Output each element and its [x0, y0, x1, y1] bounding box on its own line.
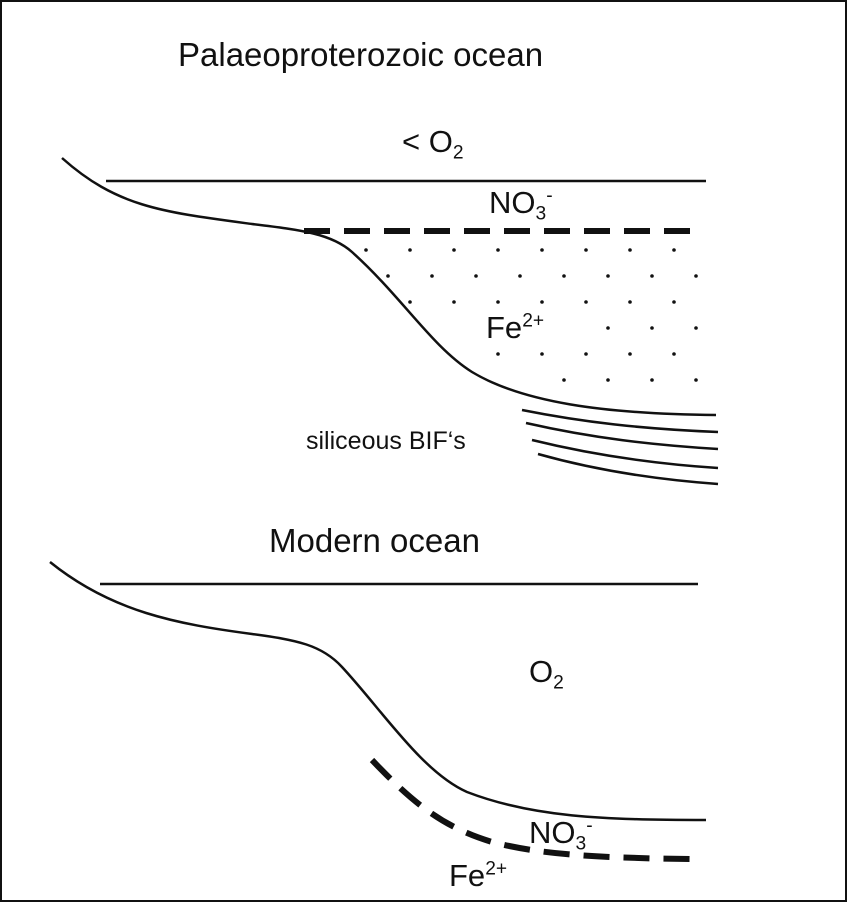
stipple-dot: [606, 274, 610, 278]
palaeo-nitrate-label: NO3-: [489, 185, 553, 223]
modern-nitrate-label: NO3-: [529, 815, 593, 853]
stipple-dot: [540, 352, 544, 356]
modern-seafloor-profile: [49, 561, 707, 822]
siliceous-bif-label: siliceous BIF‘s: [306, 427, 466, 455]
modern-oxygen-label-subscript: 2: [553, 672, 564, 694]
stipple-dot: [672, 248, 676, 252]
stipple-dot: [672, 300, 676, 304]
stipple-dot: [628, 248, 632, 252]
stipple-dot: [562, 378, 566, 382]
palaeo-nitrate-label-subscript: 3: [535, 203, 547, 225]
stipple-dot: [540, 248, 544, 252]
stipple-dot: [672, 352, 676, 356]
stipple-dot: [408, 248, 412, 252]
stipple-dot: [540, 300, 544, 304]
modern-iron-label-text: Fe: [449, 858, 486, 893]
stipple-dot: [650, 378, 654, 382]
stipple-dot: [650, 274, 654, 278]
modern-iron-label-superscript: 2+: [485, 858, 508, 880]
stipple-dot: [496, 248, 500, 252]
bif-layer: [525, 421, 719, 451]
stipple-dot: [694, 378, 698, 382]
stipple-dot: [364, 248, 368, 252]
stipple-dot: [650, 326, 654, 330]
stipple-dot: [496, 352, 500, 356]
palaeo-seafloor-profile: [61, 157, 717, 417]
stipple-dot: [452, 300, 456, 304]
bif-layer: [521, 408, 719, 434]
modern-nitrate-label-text: NO: [529, 815, 576, 850]
palaeo-nitrate-label-superscript: -: [546, 185, 553, 207]
stipple-dot: [584, 300, 588, 304]
palaeo-oxygen-label-text: < O: [402, 124, 453, 159]
palaeo-iron-label-text: Fe: [486, 310, 523, 345]
palaeo-iron-label: Fe2+: [486, 310, 545, 345]
stipple-dot: [584, 352, 588, 356]
stipple-dot: [474, 274, 478, 278]
stipple-dot: [694, 274, 698, 278]
stipple-dot: [628, 300, 632, 304]
modern-nitrate-iron-boundary-dashed-line: [369, 757, 691, 862]
bif-layer: [531, 438, 719, 470]
stipple-dot: [386, 274, 390, 278]
modern-oxygen-label-text: O: [529, 654, 554, 689]
stipple-dot: [496, 300, 500, 304]
stipple-dot: [430, 274, 434, 278]
stipple-dot: [518, 274, 522, 278]
stipple-dot: [452, 248, 456, 252]
stipple-dot: [606, 378, 610, 382]
palaeo-iron-label-superscript: 2+: [522, 310, 545, 332]
stipple-dot: [408, 300, 412, 304]
stipple-dot: [606, 326, 610, 330]
modern-nitrate-label-superscript: -: [586, 815, 593, 837]
palaeo-oxygen-label-subscript: 2: [452, 142, 464, 164]
stipple-dot: [562, 274, 566, 278]
bif-layer: [537, 452, 719, 486]
stipple-dot: [694, 326, 698, 330]
palaeo-oxygen-label: < O2: [402, 124, 464, 163]
banded-iron-formation-layers: [521, 408, 719, 486]
modern-ocean-title: Modern ocean: [269, 522, 480, 559]
palaeo-nitrate-label-text: NO: [489, 185, 536, 220]
modern-oxygen-label: O2: [529, 654, 564, 693]
stipple-dot: [628, 352, 632, 356]
stipple-dot: [584, 248, 588, 252]
iron-rich-water-stipple: [364, 248, 698, 382]
modern-nitrate-label-subscript: 3: [575, 833, 587, 855]
palaeo-ocean-title: Palaeoproterozoic ocean: [178, 36, 544, 73]
modern-iron-label: Fe2+: [449, 858, 508, 893]
